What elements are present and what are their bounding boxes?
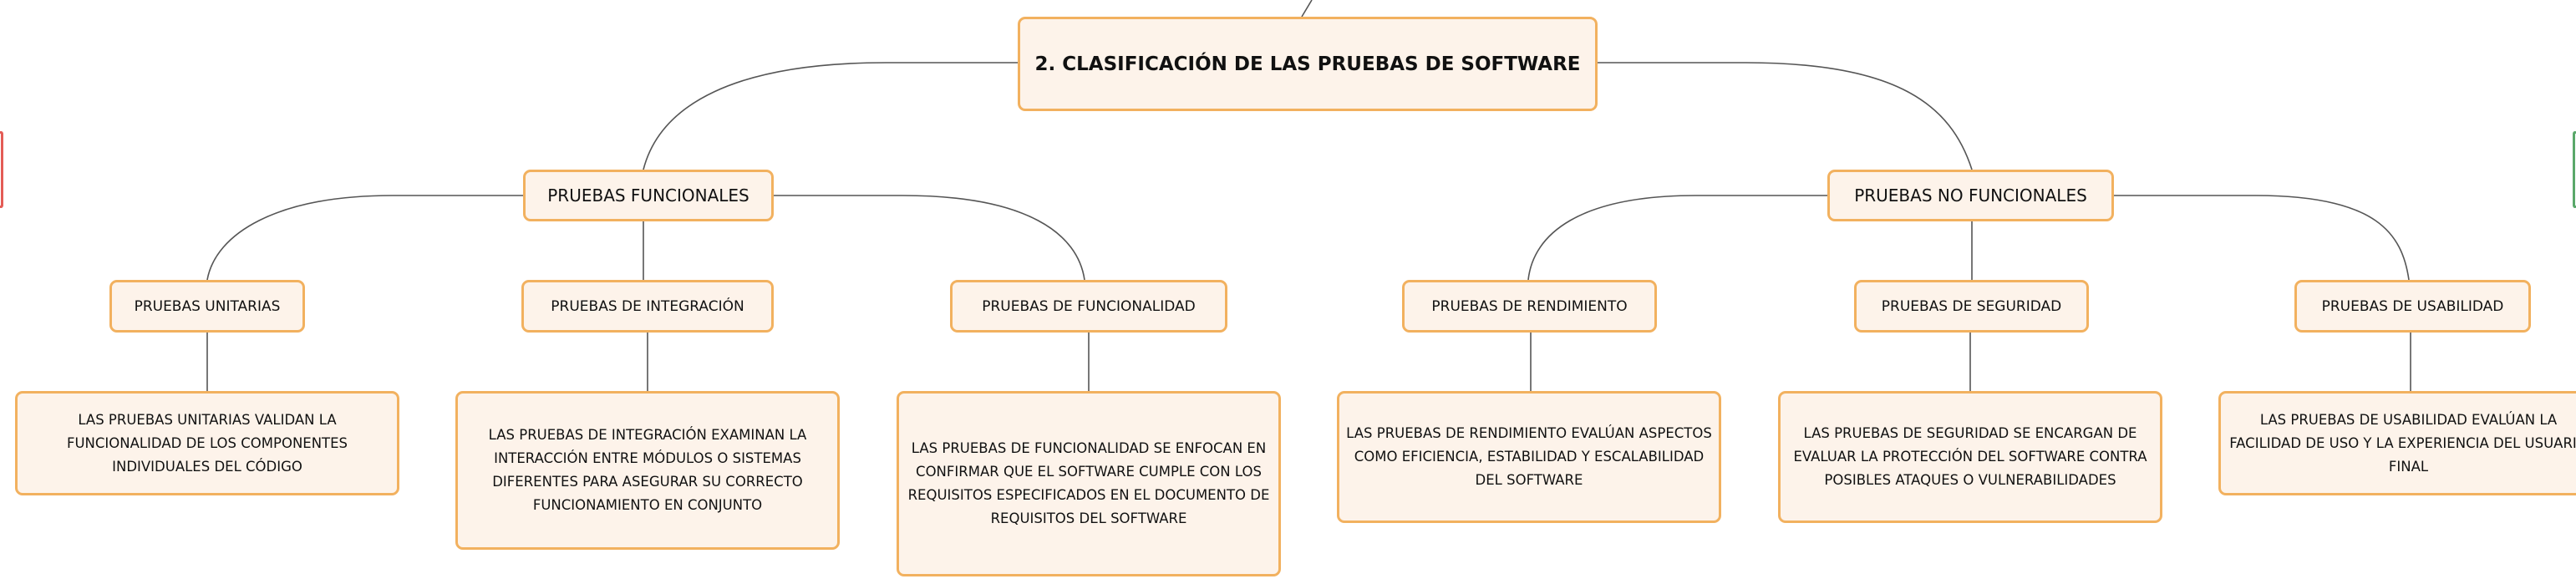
subtopic-pruebas-de-funcionalidad[interactable]: PRUEBAS DE FUNCIONALIDAD [950, 280, 1227, 333]
description-line: LAS PRUEBAS DE INTEGRACIÓN EXAMINAN LA [488, 427, 807, 443]
description-line: FINAL [2388, 458, 2429, 475]
topic-pruebas-no-funcionales[interactable]: PRUEBAS NO FUNCIONALES [1827, 170, 2114, 221]
description-pruebas-de-integracion[interactable]: LAS PRUEBAS DE INTEGRACIÓN EXAMINAN LA I… [455, 391, 840, 550]
description-text: LAS PRUEBAS DE USABILIDAD EVALÚAN LA FAC… [2229, 409, 2576, 479]
subtopic-label: PRUEBAS DE RENDIMIENTO [1431, 297, 1628, 315]
subtopic-pruebas-de-rendimiento[interactable]: PRUEBAS DE RENDIMIENTO [1402, 280, 1657, 333]
description-line: LAS PRUEBAS DE FUNCIONALIDAD SE ENFOCAN … [911, 440, 1267, 456]
description-line: FACILIDAD DE USO Y LA EXPERIENCIA DEL US… [2229, 434, 2576, 451]
description-line: LAS PRUEBAS DE RENDIMIENTO EVALÚAN ASPEC… [1346, 425, 1712, 441]
description-text: LAS PRUEBAS UNITARIAS VALIDAN LA FUNCION… [67, 409, 348, 479]
topic-pruebas-funcionales[interactable]: PRUEBAS FUNCIONALES [523, 170, 774, 221]
description-line: REQUISITOS ESPECIFICADOS EN EL DOCUMENTO… [907, 487, 1270, 503]
subtopic-pruebas-de-usabilidad[interactable]: PRUEBAS DE USABILIDAD [2294, 280, 2531, 333]
subtopic-pruebas-unitarias[interactable]: PRUEBAS UNITARIAS [109, 280, 305, 333]
description-line: POSIBLES ATAQUES O VULNERABILIDADES [1824, 472, 2116, 488]
root-topic-label: 2. CLASIFICACIÓN DE LAS PRUEBAS DE SOFTW… [1034, 53, 1581, 75]
right-edge-marker [2573, 131, 2576, 208]
description-line: LAS PRUEBAS UNITARIAS VALIDAN LA [78, 411, 337, 428]
description-line: EVALUAR LA PROTECCIÓN DEL SOFTWARE CONTR… [1793, 449, 2147, 465]
description-line: COMO EFICIENCIA, ESTABILIDAD Y ESCALABIL… [1354, 449, 1705, 465]
description-line: DIFERENTES PARA ASEGURAR SU CORRECTO [492, 474, 803, 490]
description-text: LAS PRUEBAS DE SEGURIDAD SE ENCARGAN DE … [1793, 422, 2147, 492]
description-pruebas-de-rendimiento[interactable]: LAS PRUEBAS DE RENDIMIENTO EVALÚAN ASPEC… [1337, 391, 1721, 523]
description-pruebas-de-seguridad[interactable]: LAS PRUEBAS DE SEGURIDAD SE ENCARGAN DE … [1778, 391, 2162, 523]
subtopic-pruebas-de-seguridad[interactable]: PRUEBAS DE SEGURIDAD [1854, 280, 2089, 333]
connector-line [1301, 0, 1313, 18]
connector-line [1598, 62, 1973, 170]
connector-line [2114, 195, 2410, 281]
description-line: LAS PRUEBAS DE USABILIDAD EVALÚAN LA [2259, 411, 2558, 428]
subtopic-label: PRUEBAS DE FUNCIONALIDAD [982, 297, 1196, 315]
description-pruebas-de-usabilidad[interactable]: LAS PRUEBAS DE USABILIDAD EVALÚAN LA FAC… [2218, 391, 2576, 495]
subtopic-pruebas-de-integracion[interactable]: PRUEBAS DE INTEGRACIÓN [521, 280, 774, 333]
subtopic-label: PRUEBAS DE USABILIDAD [2321, 297, 2504, 315]
description-text: LAS PRUEBAS DE RENDIMIENTO EVALÚAN ASPEC… [1346, 422, 1712, 492]
description-text: LAS PRUEBAS DE FUNCIONALIDAD SE ENFOCAN … [908, 437, 1270, 531]
description-line: FUNCIONALIDAD DE LOS COMPONENTES [66, 434, 348, 451]
connector-line [1527, 195, 1827, 281]
description-text: LAS PRUEBAS DE INTEGRACIÓN EXAMINAN LA I… [489, 424, 807, 517]
description-pruebas-de-funcionalidad[interactable]: LAS PRUEBAS DE FUNCIONALIDAD SE ENFOCAN … [897, 391, 1281, 576]
description-line: DEL SOFTWARE [1475, 472, 1583, 488]
subtopic-label: PRUEBAS UNITARIAS [134, 297, 281, 315]
connector-line [643, 62, 1018, 170]
topic-label: PRUEBAS FUNCIONALES [547, 185, 749, 206]
description-line: REQUISITOS DEL SOFTWARE [990, 510, 1187, 526]
description-pruebas-unitarias[interactable]: LAS PRUEBAS UNITARIAS VALIDAN LA FUNCION… [15, 391, 399, 495]
subtopic-label: PRUEBAS DE INTEGRACIÓN [551, 297, 744, 315]
subtopic-label: PRUEBAS DE SEGURIDAD [1881, 297, 2062, 315]
topic-label: PRUEBAS NO FUNCIONALES [1854, 185, 2087, 206]
description-line: LAS PRUEBAS DE SEGURIDAD SE ENCARGAN DE [1803, 425, 2137, 441]
connector-line [774, 195, 1085, 281]
left-edge-marker [0, 131, 3, 208]
connector-line [206, 195, 523, 281]
description-line: INDIVIDUALES DEL CÓDIGO [112, 458, 302, 475]
description-line: CONFIRMAR QUE EL SOFTWARE CUMPLE CON LOS [916, 464, 1262, 480]
description-line: INTERACCIÓN ENTRE MÓDULOS O SISTEMAS [494, 450, 801, 466]
root-topic[interactable]: 2. CLASIFICACIÓN DE LAS PRUEBAS DE SOFTW… [1018, 17, 1598, 111]
description-line: FUNCIONAMIENTO EN CONJUNTO [532, 497, 763, 513]
